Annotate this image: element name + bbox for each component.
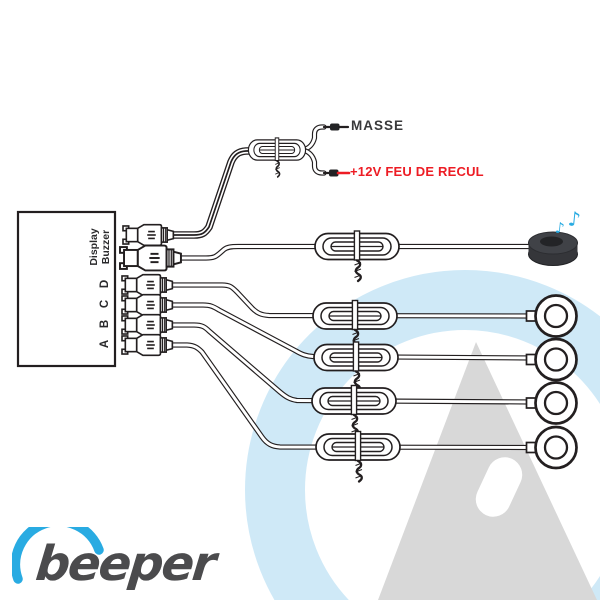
port-b-connector	[121, 313, 174, 337]
parking-sensor-3	[525, 381, 578, 425]
control-box	[16, 210, 117, 368]
port-c-label: C	[99, 299, 111, 309]
parking-sensor-1	[525, 294, 578, 338]
port-d-label: D	[99, 279, 111, 289]
sensor-cable-c	[168, 302, 537, 361]
port-b-label: B	[99, 319, 111, 329]
watermark-ring	[245, 270, 600, 600]
power-cable-coil	[247, 137, 307, 178]
music-note-icon: ♪	[566, 206, 582, 232]
port-buzzer-label: Buzzer	[100, 229, 112, 265]
watermark-b-glyph	[378, 342, 597, 600]
port-c-connector	[121, 293, 174, 317]
port-display-label: Display	[88, 228, 100, 266]
sensor-b-cable-coil	[310, 384, 398, 437]
port-a-label: A	[99, 339, 111, 349]
masse-label: MASSE	[351, 118, 405, 133]
reverse-light-terminal	[329, 169, 339, 177]
port-a-connector	[121, 333, 174, 357]
sensor-cable-d	[168, 282, 537, 319]
music-note-icon: ♪	[554, 218, 566, 238]
parking-sensor-4	[525, 425, 578, 470]
display-connector	[122, 223, 175, 247]
port-d-connector	[121, 273, 174, 297]
buzzer-speaker	[528, 231, 578, 266]
brand-wordmark: beeper	[33, 536, 218, 592]
masse-wire	[300, 123, 350, 153]
buzzer-cable-coil	[313, 229, 401, 283]
masse-terminal	[330, 123, 340, 131]
logo-swoosh-icon	[12, 527, 104, 584]
reverse-light-wire	[300, 147, 351, 177]
sensor-cable-b	[168, 322, 537, 405]
buzzer-cable	[176, 243, 537, 261]
sensor-cable-a	[168, 342, 537, 451]
buzzer-connector	[119, 244, 182, 272]
sensor-a-cable-coil	[314, 430, 402, 483]
beeper-logo: beeper	[12, 527, 222, 599]
power-cable	[168, 146, 308, 239]
reverse-light-label: +12V FEU DE RECUL	[350, 164, 484, 179]
parking-sensor-2	[525, 337, 578, 382]
